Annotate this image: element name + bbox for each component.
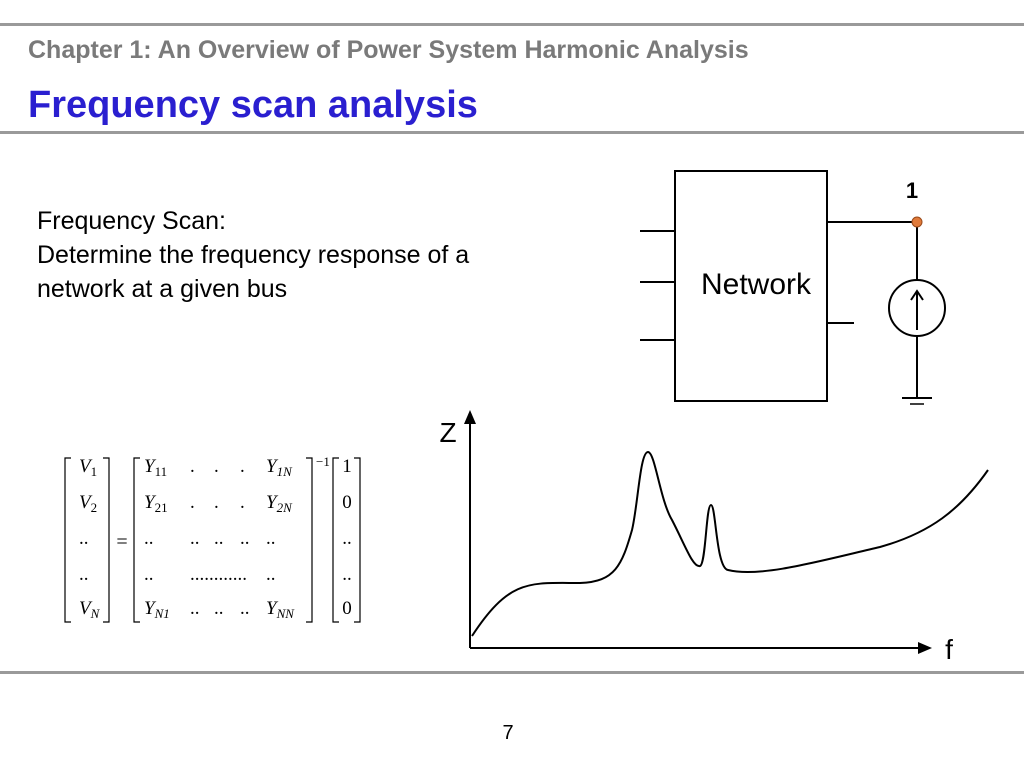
body-line-1: Frequency Scan: bbox=[37, 207, 226, 235]
matrix-cell-1-3: . bbox=[214, 456, 219, 477]
rhs-bracket-right bbox=[354, 457, 361, 623]
impedance-plot bbox=[464, 410, 989, 654]
page-number: 7 bbox=[502, 722, 514, 744]
matrix-cell-5-1: YN1 bbox=[144, 598, 170, 621]
rhs-bracket-left bbox=[332, 457, 339, 623]
header-divider bbox=[0, 131, 1024, 134]
lhs-bracket-right bbox=[103, 457, 110, 623]
matrix-cell-5-5: YNN bbox=[266, 598, 295, 621]
rhs-entry-4: .. bbox=[342, 564, 352, 585]
impedance-curve bbox=[471, 450, 989, 637]
bus-wire bbox=[827, 221, 918, 280]
rhs-entry-1: 1 bbox=[342, 456, 352, 477]
matrix-bracket-right bbox=[306, 457, 313, 623]
bus-node bbox=[911, 216, 923, 228]
body-text: Frequency Scan: Determine the frequency … bbox=[37, 204, 557, 306]
network-box bbox=[674, 170, 828, 402]
current-source-arrow-head bbox=[910, 289, 924, 301]
matrix-cell-5-4: .. bbox=[240, 598, 250, 619]
body-line-2: Determine the frequency response of a bbox=[37, 241, 470, 269]
matrix-cell-5-2: .. bbox=[190, 598, 200, 619]
matrix-cell-3-3: .. bbox=[214, 528, 224, 549]
matrix-cell-1-4: . bbox=[240, 456, 245, 477]
lhs-entry-5: VN bbox=[79, 598, 101, 621]
rhs-entry-5: 0 bbox=[342, 598, 352, 619]
rhs-entry-2: 0 bbox=[342, 492, 352, 513]
body-line-3: network at a given bus bbox=[37, 275, 288, 303]
y-axis-label: Z bbox=[439, 417, 456, 448]
lhs-entry-4: .. bbox=[79, 564, 89, 585]
slide-title: Frequency scan analysis bbox=[28, 84, 478, 126]
matrix-cell-3-1: .. bbox=[144, 528, 154, 549]
network-label: Network bbox=[701, 268, 812, 301]
matrix-cell-5-3: .. bbox=[214, 598, 224, 619]
matrix-bracket-left bbox=[133, 457, 140, 623]
matrix-cell-1-1: Y11 bbox=[144, 456, 167, 479]
y-axis-arrow bbox=[464, 410, 476, 424]
matrix-cell-4-2: ............ bbox=[190, 564, 247, 585]
matrix-cell-2-2: . bbox=[190, 492, 195, 513]
matrix-equation: V1V2....VN=Y11...Y1NY21...Y2N...........… bbox=[64, 454, 361, 623]
matrix-cell-2-1: Y21 bbox=[144, 492, 168, 515]
matrix-cell-4-5: .. bbox=[266, 564, 276, 585]
footer-divider bbox=[0, 671, 1024, 674]
matrix-cell-1-5: Y1N bbox=[266, 456, 293, 479]
matrix-cell-2-3: . bbox=[214, 492, 219, 513]
matrix-cell-4-1: .. bbox=[144, 564, 154, 585]
bus-label: 1 bbox=[906, 178, 918, 203]
lhs-entry-2: V2 bbox=[79, 492, 97, 515]
inverse-exponent: −1 bbox=[316, 454, 330, 469]
equals-sign: = bbox=[116, 531, 127, 553]
rhs-entry-3: .. bbox=[342, 528, 352, 549]
lhs-entry-1: V1 bbox=[79, 456, 97, 479]
lhs-entry-3: .. bbox=[79, 528, 89, 549]
matrix-cell-3-5: .. bbox=[266, 528, 276, 549]
matrix-cell-2-5: Y2N bbox=[266, 492, 293, 515]
matrix-cell-3-4: .. bbox=[240, 528, 250, 549]
matrix-cell-3-2: .. bbox=[190, 528, 200, 549]
matrix-cell-1-2: . bbox=[190, 456, 195, 477]
lhs-bracket-left bbox=[64, 457, 71, 623]
x-axis-label: f bbox=[945, 634, 953, 665]
top-divider bbox=[0, 23, 1024, 26]
matrix-cell-2-4: . bbox=[240, 492, 245, 513]
x-axis-arrow bbox=[918, 642, 932, 654]
network-diagram bbox=[640, 170, 946, 405]
chapter-title: Chapter 1: An Overview of Power System H… bbox=[28, 36, 749, 64]
